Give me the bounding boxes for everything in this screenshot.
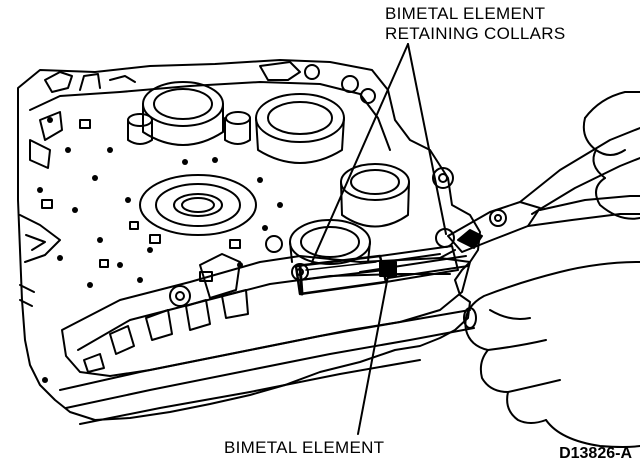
- bore-center: [139, 174, 257, 236]
- valve-body-plate: [17, 59, 481, 421]
- callout-retaining-collars-line2: RETAINING COLLARS: [385, 24, 566, 43]
- top-ribs: [29, 61, 376, 169]
- valve-bore-casting: [59, 253, 477, 425]
- bolt-holes: [37, 117, 283, 383]
- square-ports: [41, 119, 241, 282]
- callout-retaining-collars-line1: BIMETAL ELEMENT: [385, 4, 546, 23]
- leader-collar-left: [311, 43, 409, 263]
- leader-collar-right: [407, 43, 447, 235]
- callout-bimetal-element: BIMETAL ELEMENT: [224, 438, 385, 457]
- bore-upper-left: [142, 81, 224, 146]
- lower-hand: [464, 261, 640, 448]
- bore-upper-mid: [255, 93, 345, 164]
- bimetal-element-assembly: [294, 245, 469, 296]
- leader-element: [357, 275, 389, 435]
- bore-right: [340, 163, 410, 228]
- leader-lines: [311, 43, 447, 435]
- upper-hand: [582, 91, 640, 220]
- figure-id: D13826-A: [559, 445, 632, 462]
- pliers: [439, 127, 640, 259]
